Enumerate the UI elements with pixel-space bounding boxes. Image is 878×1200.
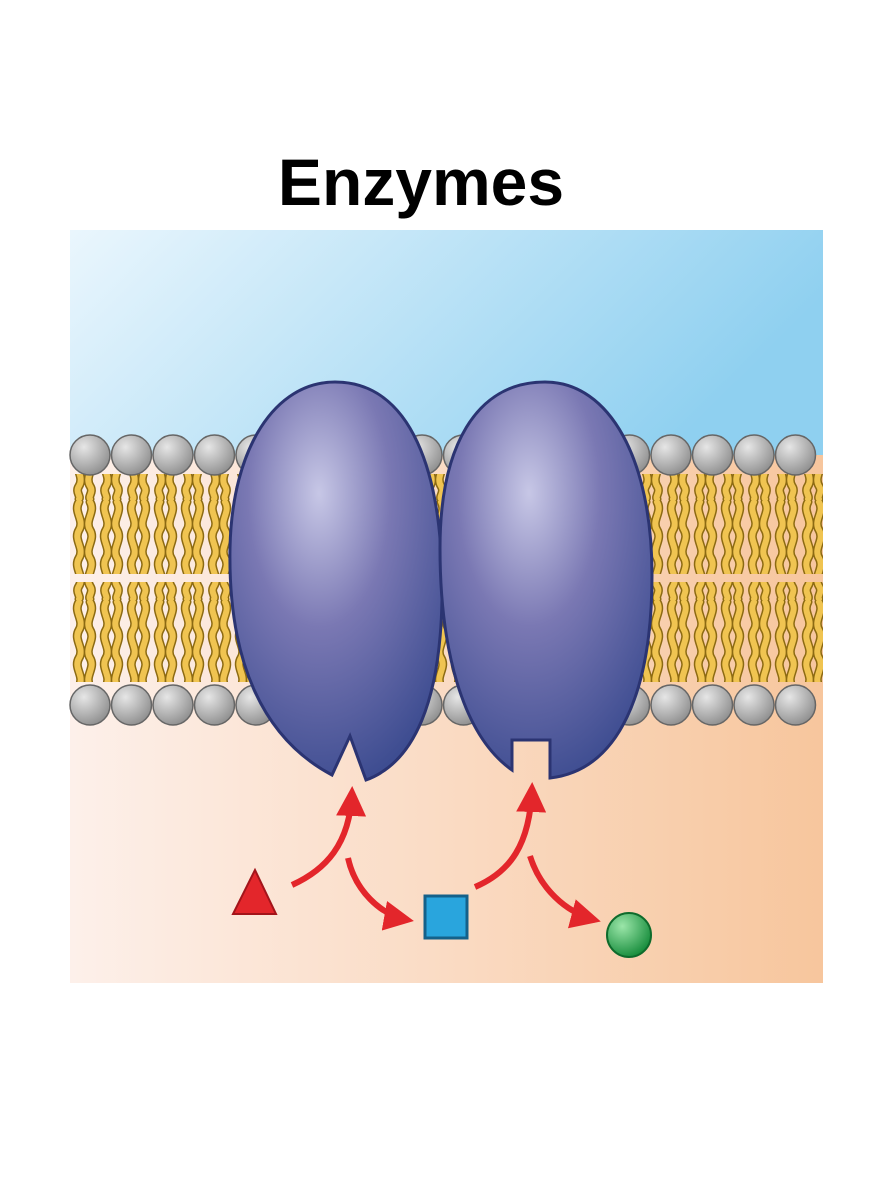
square-shape xyxy=(423,894,469,940)
phospholipid-head-upper xyxy=(69,434,111,476)
phospholipid-head-lower xyxy=(193,684,236,726)
sphere-shape xyxy=(606,912,652,958)
phospholipid-head-upper xyxy=(691,434,734,476)
phospholipid-head-upper xyxy=(152,434,194,476)
phospholipid-head-lower xyxy=(733,684,775,726)
reaction-arrows xyxy=(290,782,601,931)
phospholipid-head-lower xyxy=(152,684,194,726)
phospholipid-head-lower xyxy=(110,684,153,726)
triangle-shape xyxy=(231,867,278,915)
arrow-enzyme2-to-sphere xyxy=(527,855,601,929)
phospholipid-head-lower xyxy=(69,684,111,726)
phospholipid-head-upper xyxy=(733,434,775,476)
phospholipid-head-lower xyxy=(774,684,817,726)
enzyme-right xyxy=(438,380,654,780)
extracellular-region xyxy=(70,230,823,455)
arrow-enzyme1-to-square xyxy=(345,857,414,931)
arrow-triangle-to-enzyme1 xyxy=(290,786,367,888)
enzyme-left xyxy=(228,380,444,782)
phospholipid-head-lower xyxy=(650,684,692,726)
arrow-square-to-enzyme2 xyxy=(473,782,547,890)
phospholipid-head-upper xyxy=(774,434,817,476)
enzymes-title: Enzymes xyxy=(278,145,564,219)
phospholipid-head-upper xyxy=(193,434,236,476)
phospholipid-head-lower xyxy=(691,684,734,726)
phospholipid-head-upper xyxy=(650,434,692,476)
phospholipid-head-upper xyxy=(110,434,153,476)
